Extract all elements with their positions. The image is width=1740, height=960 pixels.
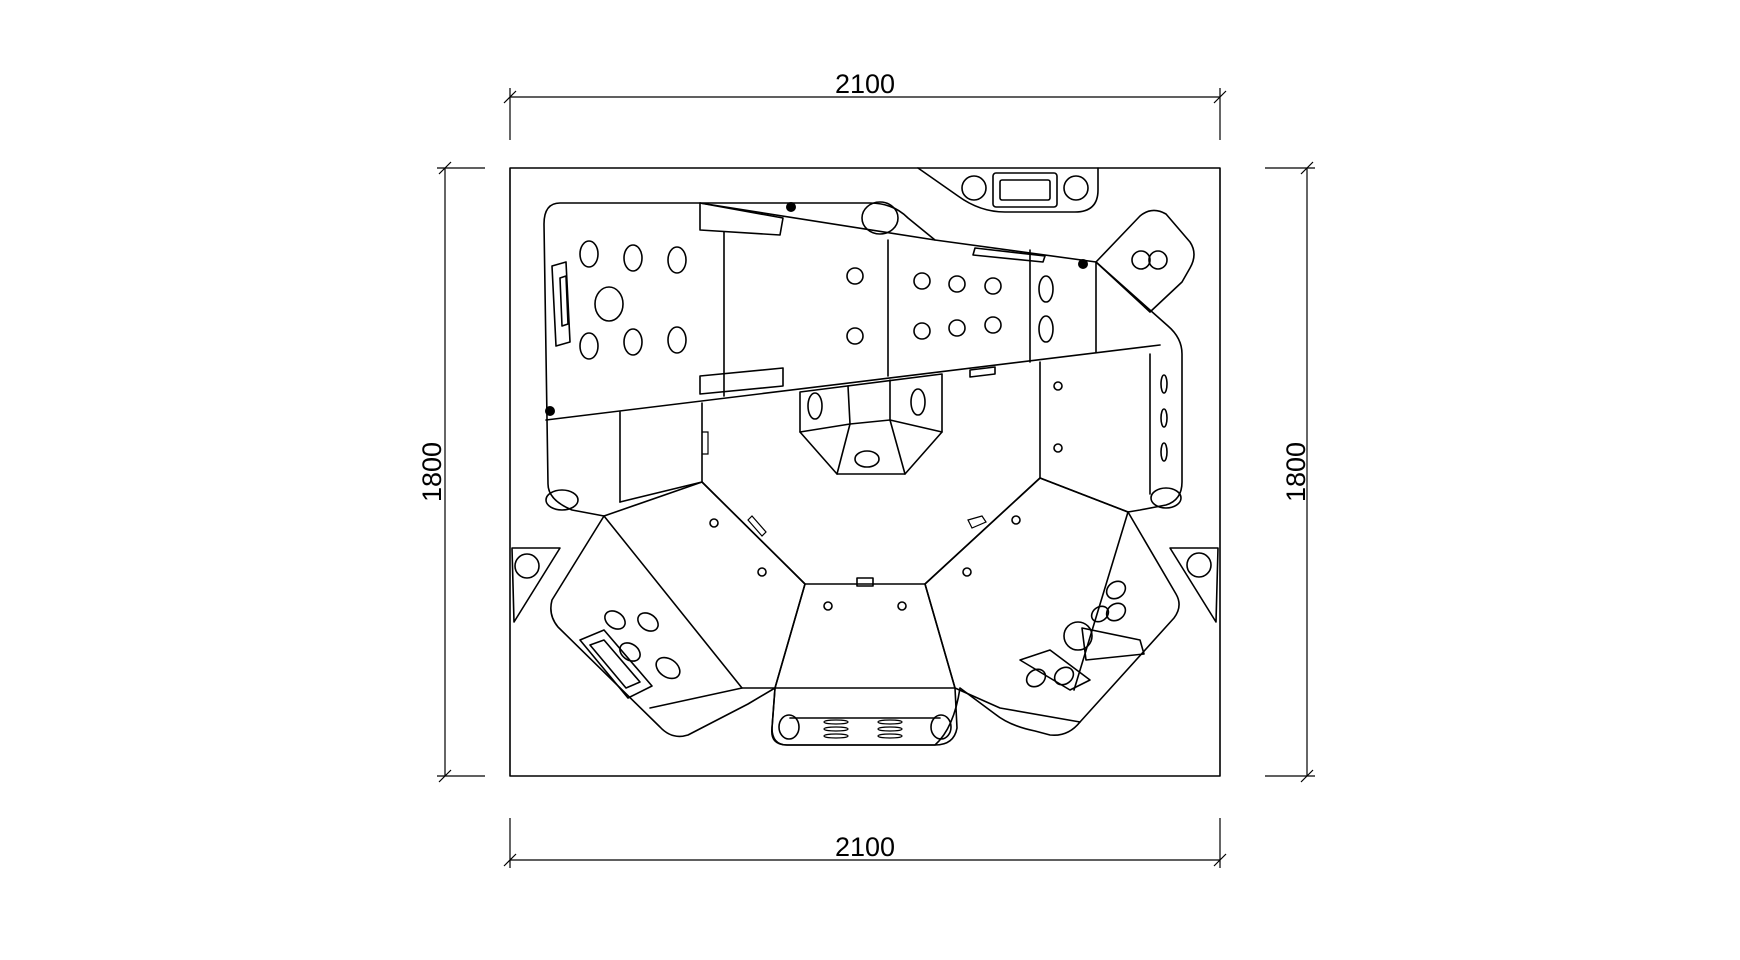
- corner-seat-bottom-left: [579, 481, 806, 709]
- lounger-jets-legs: [846, 267, 1054, 345]
- corner-seat-bottom-right: [924, 477, 1145, 723]
- left-height-label: 1800: [417, 442, 447, 502]
- top-width-label: 2100: [835, 69, 895, 99]
- control-panel: [917, 167, 1099, 213]
- left-side-seat: [545, 402, 806, 585]
- bottom-width-label: 2100: [835, 832, 895, 862]
- bottom-center-seat: [771, 577, 958, 746]
- corner-cup-holder-left: [511, 547, 561, 623]
- lounger-fittings: [545, 202, 1088, 416]
- footwell-jet-block: [799, 373, 943, 475]
- dimension-top: 2100: [503, 69, 1227, 140]
- dimension-right: 1800: [1265, 161, 1315, 783]
- corner-recess-top-right: [1095, 209, 1195, 313]
- lounger-jets-back: [579, 240, 687, 360]
- dimension-left: 1800: [417, 161, 485, 783]
- dimension-bottom: 2100: [503, 818, 1227, 868]
- right-height-label: 1800: [1281, 442, 1311, 502]
- tub-shell-outline: [543, 202, 1183, 746]
- lounger-seat: [545, 201, 1161, 421]
- outer-frame: [509, 167, 1221, 777]
- corner-cup-holder-right: [1169, 547, 1219, 623]
